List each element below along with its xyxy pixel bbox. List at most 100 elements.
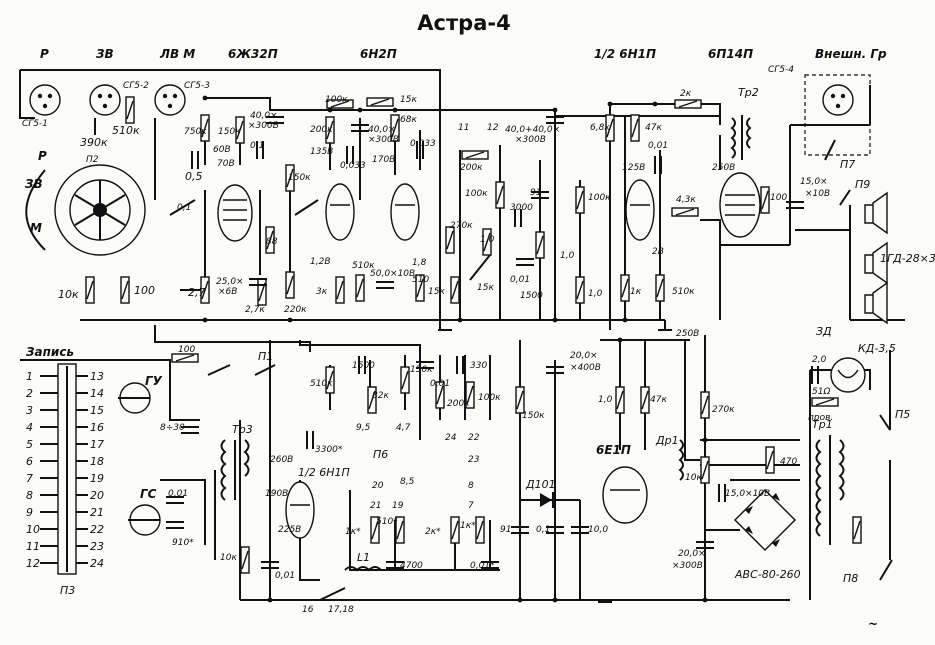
lbl-c25b: ×6В xyxy=(218,287,237,297)
lbl-p7: П7 xyxy=(840,158,855,171)
diode-d101-label: Д101 xyxy=(525,478,556,491)
transformer-tr3-label: Тр3 xyxy=(232,423,253,436)
lbl-r1k-a: 1к* xyxy=(345,527,361,537)
connector-lvm-label: ЛВ М xyxy=(159,47,195,61)
lbl-p8: П8 xyxy=(843,572,858,585)
lbl-c2: 2,0 xyxy=(812,355,827,365)
tape-switch-right-numbers: 13 14 15 16 17 18 19 20 21 22 23 24 xyxy=(90,370,104,570)
lbl-c4700: 4700 xyxy=(400,561,423,571)
lbl-c40b2: ×300В xyxy=(368,135,399,145)
lbl-prov: пров. xyxy=(808,413,833,423)
lbl-r8-5: 8,5 xyxy=(400,477,415,487)
switch-contacts[interactable] xyxy=(169,139,893,601)
lbl-r510k-in: 510к xyxy=(112,124,140,137)
tape-pin-22: 22 xyxy=(90,523,104,536)
tape-pin-10: 10 xyxy=(26,523,40,536)
tube-6n1p-bottom-label: 1/2 6Н1П xyxy=(298,466,350,479)
choke-dr1: Др1 xyxy=(655,434,684,481)
lbl-pin20: 20 xyxy=(372,481,384,491)
lbl-r4-3k: 4,3к xyxy=(676,195,696,205)
lbl-r100k-top: 100к xyxy=(325,95,348,105)
lbl-r28: 2В xyxy=(652,247,664,257)
lbl-r270k: 270к xyxy=(450,221,473,231)
choke-dr1-label: Др1 xyxy=(655,434,679,447)
lbl-c330: 330 xyxy=(470,361,487,371)
lbl-pins1718: 17,18 xyxy=(328,605,354,615)
lbl-r10k-sw: 10к xyxy=(58,288,79,301)
lbl-r510-a: 510* xyxy=(376,517,398,527)
connector-ext-gr[interactable]: Внешн. Гр СГ5-4 xyxy=(768,47,887,156)
lbl-pin7: 7 xyxy=(468,501,474,511)
lbl-r3k: 3к xyxy=(316,287,328,297)
tape-pin-13: 13 xyxy=(90,370,104,383)
tape-pin-2: 2 xyxy=(26,387,33,400)
tube-6n2p: 6Н2П xyxy=(325,47,420,241)
transformer-tr1-label: Тр1 xyxy=(812,418,833,431)
lbl-v70: 70В xyxy=(217,159,235,169)
lbl-r51: 51Ω xyxy=(812,387,830,397)
lbl-c4-7: 4,7 xyxy=(396,423,411,433)
tube-6n1p-top: 1/2 6Н1П xyxy=(594,47,656,241)
lamp-kd35: КД-3,5 ЗД xyxy=(816,325,896,393)
lbl-c15b: ×10В xyxy=(805,189,830,199)
lbl-trim: 8÷30 xyxy=(160,423,185,433)
lbl-pin24: 24 xyxy=(445,433,457,443)
lbl-v170: 170В xyxy=(372,155,395,165)
lbl-v190: 190В xyxy=(265,489,288,499)
tape-switch-lines xyxy=(40,375,88,564)
tape-pin-4: 4 xyxy=(26,421,33,434)
lbl-r2-7k: 2,7к xyxy=(245,305,265,315)
head-gs: ГС xyxy=(128,487,161,536)
lbl-p9: П9 xyxy=(855,178,870,191)
tape-pin-23: 23 xyxy=(90,540,104,553)
lbl-r100k-b: 100к xyxy=(465,189,488,199)
lbl-r2-7: 2,7 xyxy=(188,286,206,299)
lbl-c1500b: 1500 xyxy=(352,361,375,371)
lbl-r150k-c: 150к xyxy=(410,365,433,375)
connector-lvm[interactable]: ЛВ М СГ5-3 xyxy=(154,47,210,116)
lbl-c40x40b: ×300В xyxy=(515,135,546,145)
lbl-c0-033a: 0,033 xyxy=(340,161,366,171)
connector-p[interactable]: Р СГ5-1 xyxy=(22,47,61,129)
lbl-r2k: 2к xyxy=(680,89,692,99)
switch-p2-pos-m: М xyxy=(30,221,42,235)
lbl-c0-1c: 0,1 xyxy=(536,525,550,535)
lbl-r82k: 82к xyxy=(372,391,389,401)
lbl-c91b: 91 xyxy=(500,525,511,535)
tape-pin-8: 8 xyxy=(26,489,33,502)
lbl-c20x400: 20,0× xyxy=(570,351,598,361)
connector-zv[interactable]: ЗВ СГ5-2 xyxy=(89,47,149,116)
lbl-v225: 225В xyxy=(278,525,301,535)
lbl-c20x300: 20,0× xyxy=(678,549,706,559)
lbl-r100-gu: 100 xyxy=(178,345,195,355)
head-gu-label: ГУ xyxy=(145,374,163,388)
lbl-pin19: 19 xyxy=(392,501,404,511)
speaker-label: 1ГД-28×3 xyxy=(880,252,935,265)
lbl-c0-01b: 0,01 xyxy=(648,141,668,151)
rotary-switch-p2[interactable]: П2 Р ЗВ М xyxy=(25,149,146,256)
lbl-r68k: 68к xyxy=(400,115,417,125)
switch-p2-pos-r: Р xyxy=(38,149,47,163)
lbl-c40a: 40,0× xyxy=(250,111,278,121)
lbl-c15c: 15,0×10В xyxy=(725,489,770,499)
lbl-c40b: 40,0× xyxy=(368,125,396,135)
inductor-l1-label: L1 xyxy=(357,551,370,564)
lbl-p5: П5 xyxy=(895,408,910,421)
lbl-c1500a: 1500 xyxy=(520,291,543,301)
lbl-r47k-b: 47к xyxy=(650,395,667,405)
transformer-tr1: Тр1 xyxy=(812,418,845,545)
lbl-v60: 60В xyxy=(213,145,231,155)
tube-6n1p-bottom: 1/2 6Н1П xyxy=(285,466,350,539)
tape-pin-19: 19 xyxy=(90,472,104,485)
lbl-v250: 250В xyxy=(712,163,735,173)
inductor-l1: L1 xyxy=(344,551,382,572)
tube-6zh32p: 6Ж32П xyxy=(217,47,278,242)
tube-6p14p: 6П14П xyxy=(708,47,761,238)
lbl-c0-01c: 0,01 xyxy=(275,571,295,581)
tape-switch-p3[interactable]: Запись 1 2 3 4 5 6 7 8 9 10 11 12 13 14 … xyxy=(26,345,104,597)
lbl-r88: 88 xyxy=(266,237,278,247)
lbl-pin22: 22 xyxy=(468,433,480,443)
lbl-v125: 125В xyxy=(622,163,645,173)
lbl-r47k: 47к xyxy=(645,123,662,133)
lbl-r1-0: 1,0 xyxy=(480,235,495,245)
